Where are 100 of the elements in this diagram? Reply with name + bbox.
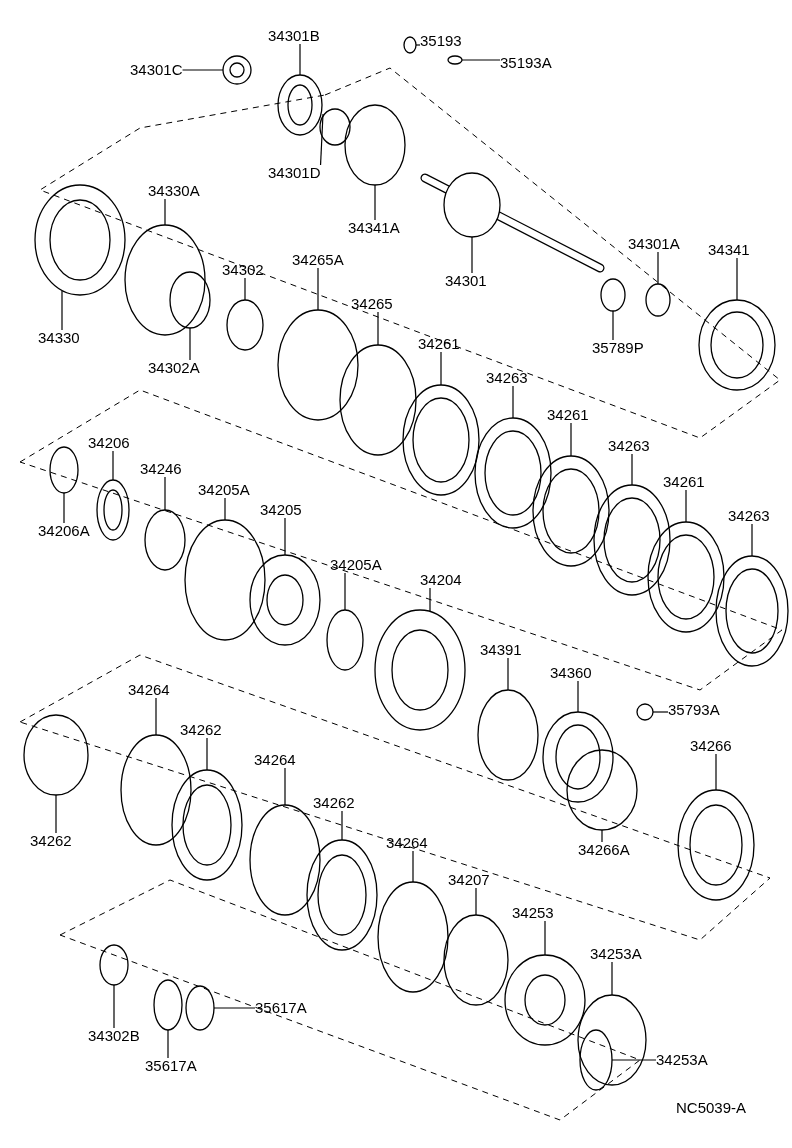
leader-line bbox=[512, 385, 514, 419]
drum-drawing bbox=[34, 184, 126, 296]
drum-drawing bbox=[698, 299, 776, 391]
part-number: 34301D bbox=[268, 165, 321, 181]
leader-line bbox=[507, 657, 509, 691]
part-number: 34263 bbox=[608, 438, 650, 454]
leader-line bbox=[475, 887, 477, 916]
circle bbox=[377, 881, 449, 993]
leader-line bbox=[657, 251, 659, 285]
leader-line bbox=[206, 737, 208, 771]
part-number: 34206A bbox=[38, 523, 90, 539]
leader-line bbox=[715, 753, 717, 791]
part-number: 34264 bbox=[254, 752, 296, 768]
circle bbox=[579, 1029, 613, 1091]
circle bbox=[600, 278, 626, 312]
circle bbox=[23, 714, 89, 796]
leader-line bbox=[181, 69, 224, 71]
part-number: 34261 bbox=[418, 336, 460, 352]
flange-drawing bbox=[677, 789, 755, 901]
part-number: 34263 bbox=[728, 508, 770, 524]
leader-line bbox=[341, 810, 343, 841]
leader-line bbox=[601, 829, 603, 843]
circle bbox=[184, 519, 266, 641]
circle bbox=[319, 108, 351, 146]
part-number: 34330 bbox=[38, 330, 80, 346]
part-number: 35193A bbox=[500, 55, 552, 71]
leader-line bbox=[415, 44, 421, 46]
part-number: 34391 bbox=[480, 642, 522, 658]
leader-line bbox=[544, 920, 546, 956]
part-number: 34205A bbox=[198, 482, 250, 498]
leader-line bbox=[317, 267, 319, 311]
bearing-drawing bbox=[277, 74, 323, 136]
part-number: 34205 bbox=[260, 502, 302, 518]
piston-drawing bbox=[249, 554, 321, 646]
part-number: 34204 bbox=[420, 572, 462, 588]
part-number: 34261 bbox=[663, 474, 705, 490]
part-number: 34261 bbox=[547, 407, 589, 423]
circle bbox=[120, 734, 192, 846]
circle bbox=[477, 689, 539, 781]
part-number: 35617A bbox=[255, 1000, 307, 1016]
leader-line bbox=[189, 327, 191, 361]
part-number: 34265 bbox=[351, 296, 393, 312]
clutch-disc-drawing bbox=[402, 384, 480, 496]
part-number: 35617A bbox=[145, 1058, 197, 1074]
part-number: 34301B bbox=[268, 28, 320, 44]
leader-line bbox=[612, 310, 614, 341]
piston-drawing bbox=[504, 954, 586, 1046]
circle bbox=[124, 224, 206, 336]
part-number: 34205A bbox=[330, 557, 382, 573]
drawing-code: NC5039-A bbox=[676, 1100, 747, 1116]
clutch-plate-drawing bbox=[715, 555, 789, 667]
leader-line bbox=[611, 961, 613, 996]
circle bbox=[645, 283, 671, 317]
leader-line bbox=[299, 43, 301, 76]
part-number: 35793A bbox=[668, 702, 720, 718]
part-number: 34265A bbox=[292, 252, 344, 268]
part-number: 35789P bbox=[592, 340, 644, 356]
circle bbox=[277, 309, 359, 421]
leader-line bbox=[461, 59, 501, 61]
clutch-disc-drawing bbox=[306, 839, 378, 951]
circle bbox=[49, 446, 79, 494]
part-number: 34302 bbox=[222, 262, 264, 278]
leader-line bbox=[319, 113, 324, 166]
part-number: 34246 bbox=[140, 461, 182, 477]
hub-drawing bbox=[542, 711, 614, 803]
clutch-disc-drawing bbox=[647, 521, 725, 633]
part-number: 34264 bbox=[386, 835, 428, 851]
circle bbox=[153, 979, 183, 1031]
leader-line bbox=[167, 1029, 169, 1059]
shaft-drawing bbox=[420, 172, 605, 273]
part-number: 34301C bbox=[130, 62, 183, 78]
leader-line bbox=[55, 794, 57, 834]
leader-line bbox=[344, 572, 346, 611]
leader-line bbox=[284, 767, 286, 806]
leader-line bbox=[412, 850, 414, 883]
leader-line bbox=[611, 1059, 657, 1061]
part-number: 34301 bbox=[445, 273, 487, 289]
leader-line bbox=[652, 711, 669, 713]
leader-line bbox=[570, 422, 572, 457]
leader-line bbox=[377, 311, 379, 346]
part-number: 34360 bbox=[550, 665, 592, 681]
part-number: 34253 bbox=[512, 905, 554, 921]
leader-line bbox=[374, 184, 376, 221]
circle bbox=[226, 299, 264, 351]
part-number: 34302A bbox=[148, 360, 200, 376]
circle bbox=[443, 914, 509, 1006]
circle bbox=[326, 609, 364, 671]
circle bbox=[344, 104, 406, 186]
part-number: 34264 bbox=[128, 682, 170, 698]
part-number: 34302B bbox=[88, 1028, 140, 1044]
circle bbox=[636, 703, 654, 721]
part-number: 34301A bbox=[628, 236, 680, 252]
leader-line bbox=[63, 492, 65, 524]
leader-line bbox=[213, 1007, 256, 1009]
leader-line bbox=[429, 587, 431, 612]
leader-line bbox=[440, 351, 442, 386]
leader-line bbox=[164, 198, 166, 226]
part-number: 34206 bbox=[88, 435, 130, 451]
part-number: 35193 bbox=[420, 33, 462, 49]
leader-line bbox=[61, 290, 63, 331]
